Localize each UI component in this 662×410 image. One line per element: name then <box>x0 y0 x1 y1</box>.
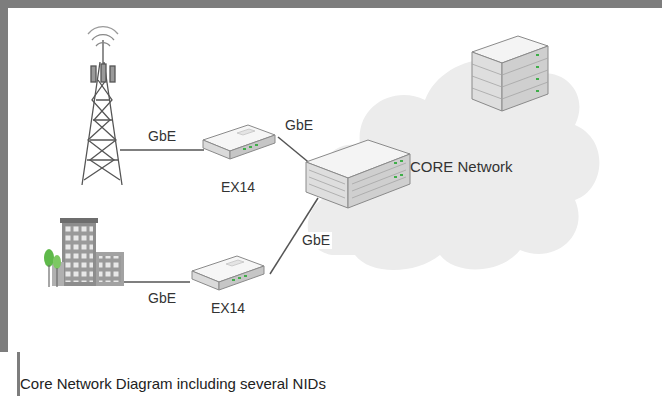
frame-bar <box>0 0 662 8</box>
nid-device <box>192 256 264 290</box>
nid-device-box: EX14 <box>198 122 278 198</box>
link-label: GbE <box>146 290 178 307</box>
core-switch <box>306 140 410 208</box>
frame-bar <box>0 0 8 352</box>
nid-device-box: EX14 <box>186 252 270 322</box>
core-network-cloud: CORE Network <box>318 30 568 270</box>
device-label: EX14 <box>186 300 270 317</box>
server <box>472 36 548 111</box>
device-label: EX14 <box>198 179 278 196</box>
link-label: GbE <box>283 117 315 134</box>
building <box>44 218 190 287</box>
cell-tower <box>82 27 204 185</box>
frame-bar <box>17 352 20 396</box>
device-label: CORE Network <box>410 158 513 175</box>
figure-caption: Core Network Diagram including several N… <box>20 375 326 392</box>
link-label: GbE <box>146 128 178 145</box>
link-label: GbE <box>300 232 332 249</box>
nid-device <box>203 125 275 159</box>
